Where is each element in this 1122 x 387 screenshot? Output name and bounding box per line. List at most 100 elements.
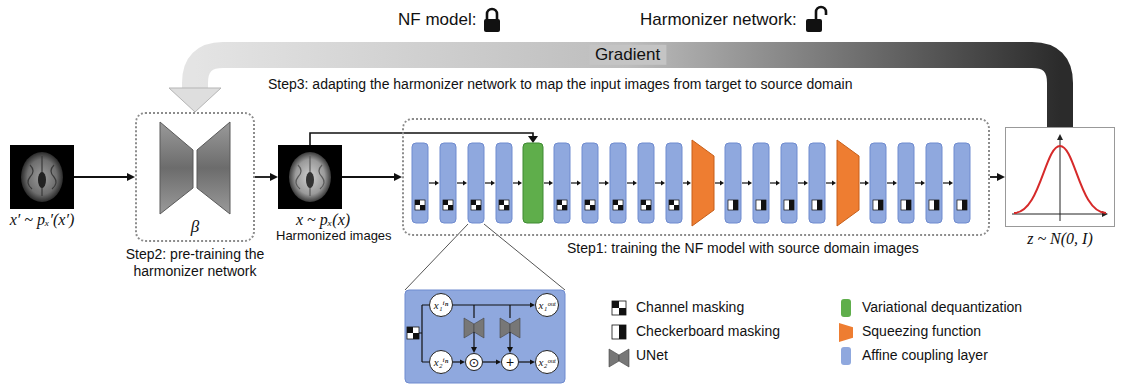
- variable-circle: x₁ⁱⁿ: [429, 293, 453, 317]
- mask-cell: [590, 205, 595, 210]
- mask-cell: [476, 205, 481, 210]
- connector: [519, 360, 535, 365]
- legend-swatch: [839, 323, 853, 342]
- arrow-head: [832, 181, 836, 186]
- branch-line: [473, 332, 474, 348]
- connector-line: [990, 176, 998, 178]
- connector: [255, 173, 278, 181]
- unet-half: [474, 318, 484, 338]
- node-text: Step2: pre-training the harmonizer netwo…: [107, 246, 283, 280]
- unet-half: [500, 318, 510, 338]
- arrow-head: [776, 181, 780, 186]
- arrow-head: [463, 181, 467, 186]
- chain-arrow: [770, 182, 777, 183]
- text-holder: x′ ~ pₓ′(x′): [10, 211, 75, 229]
- coupling-block: [809, 143, 825, 223]
- edge-label: Gradient: [589, 45, 666, 65]
- harmonized-image: x ~ pₓ(x)Harmonized images: [278, 145, 342, 209]
- connector: [453, 360, 465, 365]
- node-text: x′ ~ pₓ′(x′): [10, 211, 75, 229]
- coupling-block: [898, 143, 914, 223]
- mask-cell: [878, 200, 883, 210]
- mask-cell: [407, 327, 413, 333]
- zoom-line: [484, 224, 565, 290]
- mask-cell: [641, 200, 646, 205]
- chain-arrow: [943, 182, 950, 183]
- operator-circle: ⊙: [465, 353, 483, 371]
- connector-line: [483, 361, 497, 362]
- legend-icon: [612, 301, 626, 315]
- input-image: x′ ~ pₓ′(x′): [10, 145, 74, 209]
- arrow-head: [687, 181, 691, 186]
- coupling-block: [926, 143, 942, 223]
- mask-icon: [784, 200, 794, 210]
- split-line: [419, 305, 429, 362]
- text-holder: β: [137, 217, 253, 237]
- mask-icon: [641, 200, 651, 210]
- arrow-head: [435, 181, 439, 186]
- coupling-block: [638, 143, 654, 223]
- dequantization-block: [523, 143, 543, 223]
- operator-circle: +: [501, 353, 519, 371]
- lock-icon: [484, 9, 500, 32]
- connector-line: [342, 176, 395, 178]
- latent-box: z ~ N(0, I): [1005, 127, 1115, 227]
- legend-icon: [612, 325, 626, 339]
- chain-arrow: [742, 182, 749, 183]
- text-holder: Step2: pre-training the harmonizer netwo…: [107, 246, 283, 280]
- variable-circle: x₁ᵒᵘᵗ: [535, 293, 559, 317]
- node-text: x₂ᵒᵘᵗ: [539, 357, 556, 368]
- mask-cell: [585, 200, 590, 205]
- connector: [483, 360, 501, 365]
- arrow-head: [127, 173, 135, 181]
- mask-cell: [413, 333, 419, 339]
- mask-icon: [613, 200, 623, 210]
- unlock-icon: [806, 7, 826, 32]
- bell-curve: [1014, 146, 1106, 213]
- arrow-head: [518, 181, 522, 186]
- brain-ventricle: [38, 172, 46, 188]
- chain-arrow: [599, 182, 606, 183]
- gaussian-plot: [1012, 134, 1108, 221]
- chain-arrow: [887, 182, 894, 183]
- zoom-line: [405, 224, 468, 290]
- mask-cell: [415, 200, 420, 205]
- variable-circle: x₂ᵒᵘᵗ: [535, 350, 559, 374]
- coupling-block: [666, 143, 682, 223]
- mask-cell: [646, 205, 651, 210]
- text-holder: Step1: training the NF model with source…: [567, 240, 919, 256]
- decoder-shape: [197, 122, 230, 214]
- mask-cell: [443, 200, 448, 205]
- brain-folds: [28, 156, 56, 196]
- legend-text: UNet: [636, 346, 668, 364]
- arrow-head: [949, 181, 953, 186]
- flow-chain: [412, 140, 970, 226]
- inset-panel: [405, 290, 565, 383]
- coupling-block: [870, 143, 886, 223]
- connector: [990, 173, 1005, 181]
- mask-cell: [733, 200, 738, 210]
- unet-half: [609, 349, 619, 367]
- mask-cell: [761, 200, 766, 210]
- lock-shackle: [487, 9, 497, 20]
- lock-shackle: [816, 7, 826, 20]
- text-holder: z ~ N(0, I): [1027, 230, 1093, 248]
- chain-arrow: [571, 182, 578, 183]
- axis-head: [1057, 134, 1063, 140]
- legend-text: Channel masking: [636, 298, 744, 316]
- arrow-head: [893, 181, 897, 186]
- legend-text: Affine coupling layer: [862, 346, 988, 364]
- legend-icon: [609, 349, 629, 367]
- y-axis: [1060, 138, 1061, 221]
- mask-cell: [934, 200, 939, 210]
- chain-arrow: [655, 182, 662, 183]
- brain-folds: [296, 156, 324, 196]
- harmonizer-symbol: [160, 122, 230, 214]
- mask-cell: [618, 205, 623, 210]
- coupling-block: [412, 143, 428, 223]
- unet-half: [619, 349, 629, 367]
- mask-cell: [906, 200, 911, 210]
- node-text: ⊙: [469, 356, 480, 369]
- connector-line: [74, 176, 128, 178]
